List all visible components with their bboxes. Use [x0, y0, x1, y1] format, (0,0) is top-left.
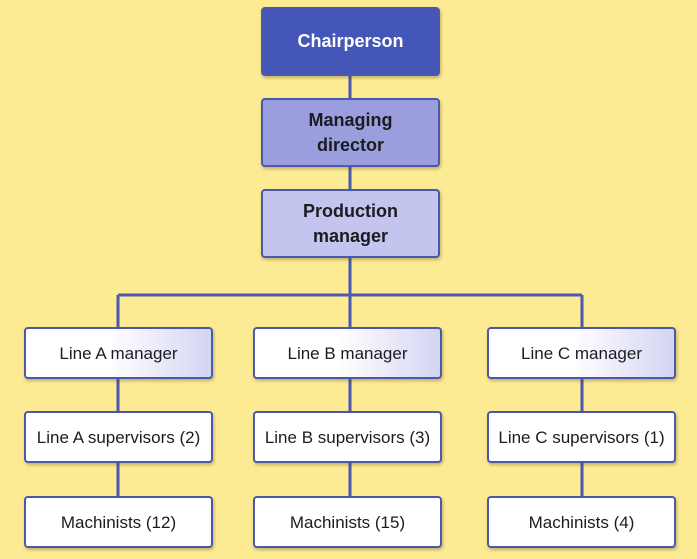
production-manager-label-line-2: manager [312, 225, 389, 246]
chairperson-box: Chairperson [261, 7, 440, 76]
line-a-manager-label: Line A manager [59, 343, 178, 363]
line-c-manager-label: Line C manager [521, 343, 642, 363]
line-b-manager-box: Line B manager [253, 327, 442, 379]
production-manager-label-line-1: Production [303, 200, 398, 221]
managing-director-label-line-1: Managing [308, 109, 393, 130]
line-b-supervisors-box: Line B supervisors (3) [253, 411, 442, 463]
line-a-manager-box: Line A manager [24, 327, 213, 379]
managing-director-box: Managing director [261, 98, 440, 167]
line-a-supervisors-label: Line A supervisors (2) [36, 427, 201, 447]
line-b-manager-label: Line B manager [287, 343, 408, 363]
production-manager-box: Production manager [261, 189, 440, 258]
line-c-machinists-box: Machinists (4) [487, 496, 676, 548]
line-a-machinists-label: Machinists (12) [60, 512, 177, 532]
line-c-supervisors-label: Line C supervisors (1) [498, 427, 665, 447]
line-a-supervisors-box: Line A supervisors (2) [24, 411, 213, 463]
line-c-manager-box: Line C manager [487, 327, 676, 379]
line-b-supervisors-label: Line B supervisors (3) [264, 427, 431, 447]
line-a-machinists-box: Machinists (12) [24, 496, 213, 548]
chairperson-label: Chairperson [297, 31, 404, 51]
line-c-machinists-label: Machinists (4) [528, 512, 635, 532]
line-b-machinists-box: Machinists (15) [253, 496, 442, 548]
line-c-supervisors-box: Line C supervisors (1) [487, 411, 676, 463]
managing-director-label-line-2: director [316, 134, 385, 155]
line-b-machinists-label: Machinists (15) [289, 512, 406, 532]
